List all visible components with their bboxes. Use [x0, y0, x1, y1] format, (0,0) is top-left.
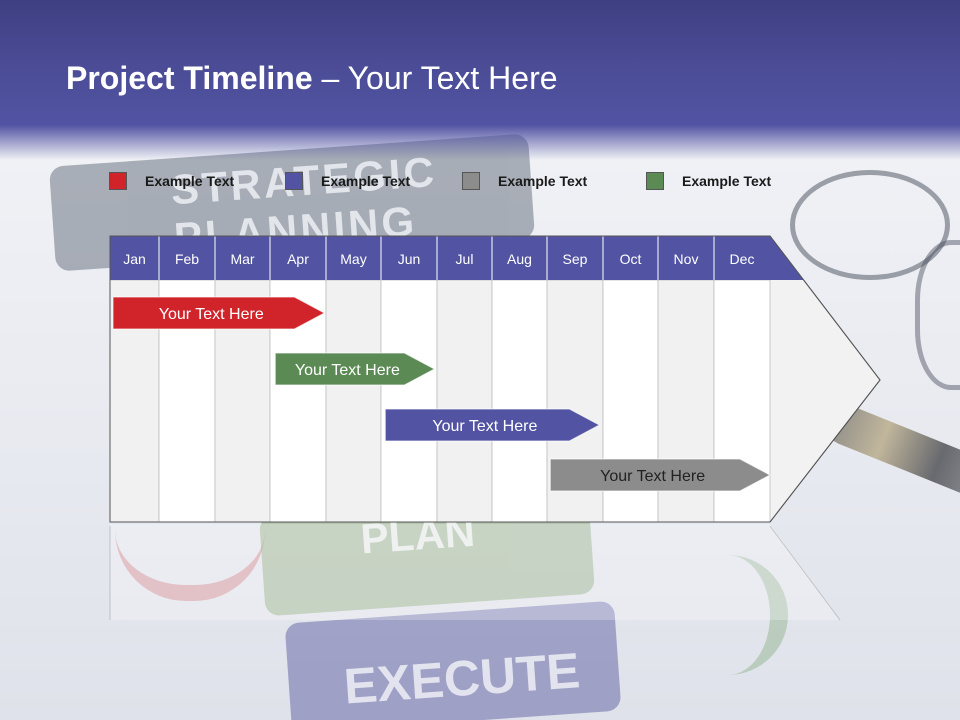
legend-item-4[interactable]: Example Text: [646, 170, 771, 192]
title-bold-part: Project Timeline: [66, 60, 313, 96]
month-column-jul: [436, 279, 493, 523]
task-bar-1[interactable]: Your Text Here: [112, 296, 326, 330]
task-bar-label: Your Text Here: [159, 306, 264, 323]
legend-item-3[interactable]: Example Text: [462, 170, 587, 192]
task-bar-label: Your Text Here: [600, 468, 705, 485]
task-bar-shape: [549, 458, 772, 492]
timeline-arrow-outline: [109, 235, 881, 523]
month-label-oct: Oct: [620, 251, 642, 267]
task-bar-3[interactable]: Your Text Here: [384, 408, 601, 442]
month-label-mar: Mar: [230, 251, 254, 267]
task-bar-shape: [384, 408, 601, 442]
slide-title[interactable]: Project Timeline – Your Text Here: [66, 60, 558, 97]
task-bar-shape: [112, 296, 326, 330]
month-label-sep: Sep: [563, 251, 588, 267]
title-banner: Project Timeline – Your Text Here: [0, 0, 960, 160]
month-label-apr: Apr: [287, 251, 309, 267]
task-bar-label: Your Text Here: [295, 362, 400, 379]
task-bar-label: Your Text Here: [432, 418, 537, 435]
legend-label: Example Text: [145, 173, 235, 189]
title-rest-part: – Your Text Here: [312, 60, 558, 96]
month-label-dec: Dec: [730, 251, 755, 267]
task-bar-2[interactable]: Your Text Here: [274, 352, 436, 386]
month-label-jul: Jul: [456, 251, 474, 267]
legend-label: Example Text: [321, 173, 411, 189]
month-label-feb: Feb: [175, 251, 199, 267]
legend-item-2[interactable]: Example Text: [285, 170, 410, 192]
reflection-edge: [769, 525, 841, 621]
month-label-jan: Jan: [123, 251, 146, 267]
month-column-jun: [380, 279, 438, 523]
month-column-may: [325, 279, 382, 523]
legend-swatch-green: [646, 172, 664, 190]
legend-label: Example Text: [498, 173, 588, 189]
legend-swatch-blue: [285, 172, 303, 190]
legend-label: Example Text: [682, 173, 772, 189]
legend-item-1[interactable]: Example Text: [109, 170, 234, 192]
legend-swatch-gray: [462, 172, 480, 190]
month-column-aug: [491, 279, 548, 523]
month-header-band: [110, 236, 804, 280]
task-bar-4[interactable]: Your Text Here: [549, 458, 772, 492]
month-label-nov: Nov: [674, 251, 699, 267]
month-label-jun: Jun: [398, 251, 421, 267]
legend-swatch-red: [109, 172, 127, 190]
month-label-aug: Aug: [507, 251, 532, 267]
task-bar-shape: [274, 352, 436, 386]
glasses-image: [790, 170, 950, 280]
timeline-reflection: [110, 524, 840, 620]
month-label-may: May: [340, 251, 366, 267]
